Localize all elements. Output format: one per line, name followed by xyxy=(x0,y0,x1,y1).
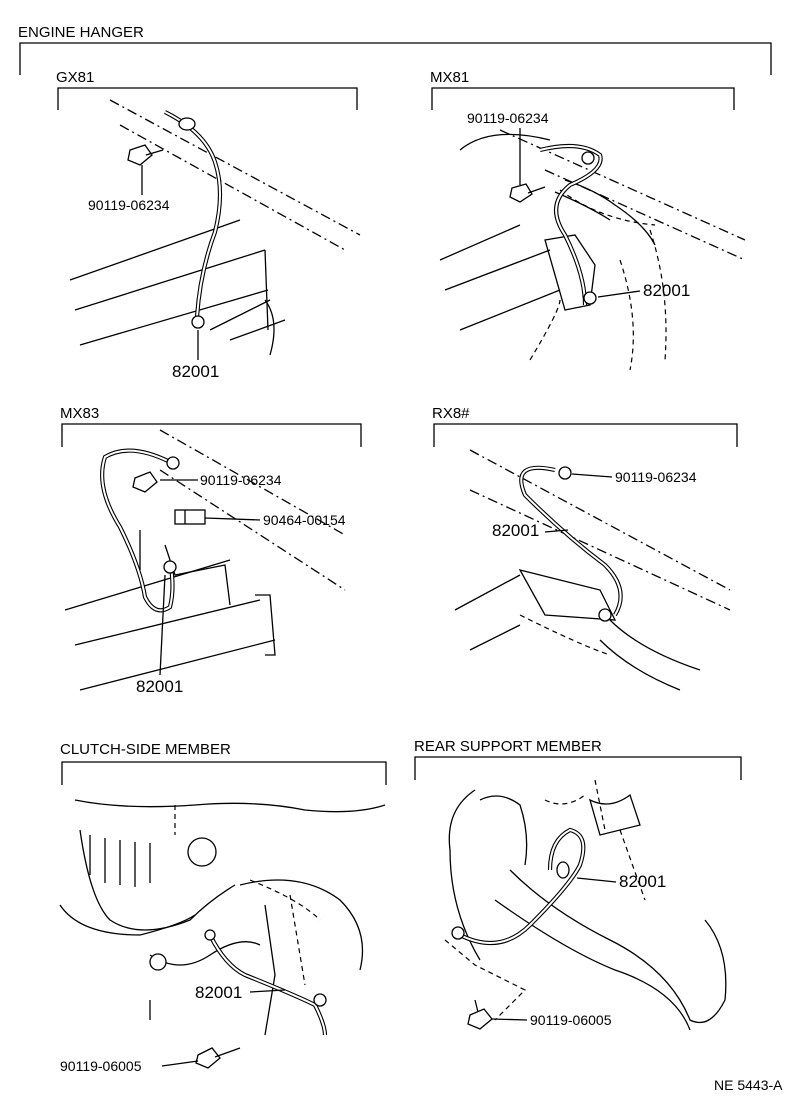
part-label: 90119-06234 xyxy=(467,110,549,126)
section-label-rear: REAR SUPPORT MEMBER xyxy=(414,738,602,755)
part-label: 90119-06234 xyxy=(200,472,282,488)
part-label: 82001 xyxy=(136,677,183,696)
title-bracket xyxy=(19,42,772,75)
bolt-icon xyxy=(467,999,493,1030)
bracket-gx81 xyxy=(57,87,358,110)
bracket-clutch xyxy=(61,761,387,785)
bracket-mx83 xyxy=(61,423,362,447)
part-label: 82001 xyxy=(619,872,666,891)
figure-code: NE 5443-A xyxy=(714,1077,783,1093)
bracket-rear xyxy=(414,756,742,780)
bolt-icon xyxy=(132,471,158,493)
part-label: 90119-06005 xyxy=(60,1058,142,1074)
bolt-icon xyxy=(195,1047,241,1069)
section-label-clutch: CLUTCH-SIDE MEMBER xyxy=(60,741,231,758)
section-label-mx81: MX81 xyxy=(430,69,469,86)
part-label: 82001 xyxy=(195,983,242,1002)
part-label: 90119-06234 xyxy=(88,197,170,213)
section-label-rx8: RX8# xyxy=(432,405,470,422)
section-gx81: GX81 90119-06234 82001 xyxy=(56,69,361,381)
bracket-rx8 xyxy=(433,423,738,447)
section-clutch-side-member: CLUTCH-SIDE MEMBER 82001 90119-06005 xyxy=(59,741,387,1074)
part-label: 90119-06005 xyxy=(530,1012,612,1028)
bolt-icon xyxy=(127,144,164,166)
section-mx83: MX83 90119-06234 90464-00154 82001 xyxy=(60,405,362,696)
part-label: 82001 xyxy=(643,281,690,300)
part-label: 82001 xyxy=(172,362,219,381)
section-rear-support-member: REAR SUPPORT MEMBER 82001 90119-06005 xyxy=(414,738,742,1031)
section-label-mx83: MX83 xyxy=(60,405,99,422)
section-rx8: RX8# 90119-06234 82001 xyxy=(432,405,738,691)
diagram-title: ENGINE HANGER xyxy=(18,24,144,41)
part-label: 90464-00154 xyxy=(263,512,346,528)
section-label-gx81: GX81 xyxy=(56,69,94,86)
bracket-mx81 xyxy=(431,87,735,110)
part-label: 90119-06234 xyxy=(615,469,697,485)
bolt-icon xyxy=(509,183,546,203)
part-label: 82001 xyxy=(492,521,539,540)
section-mx81: MX81 90119-06234 82001 xyxy=(430,69,746,371)
clip-icon xyxy=(174,509,206,525)
